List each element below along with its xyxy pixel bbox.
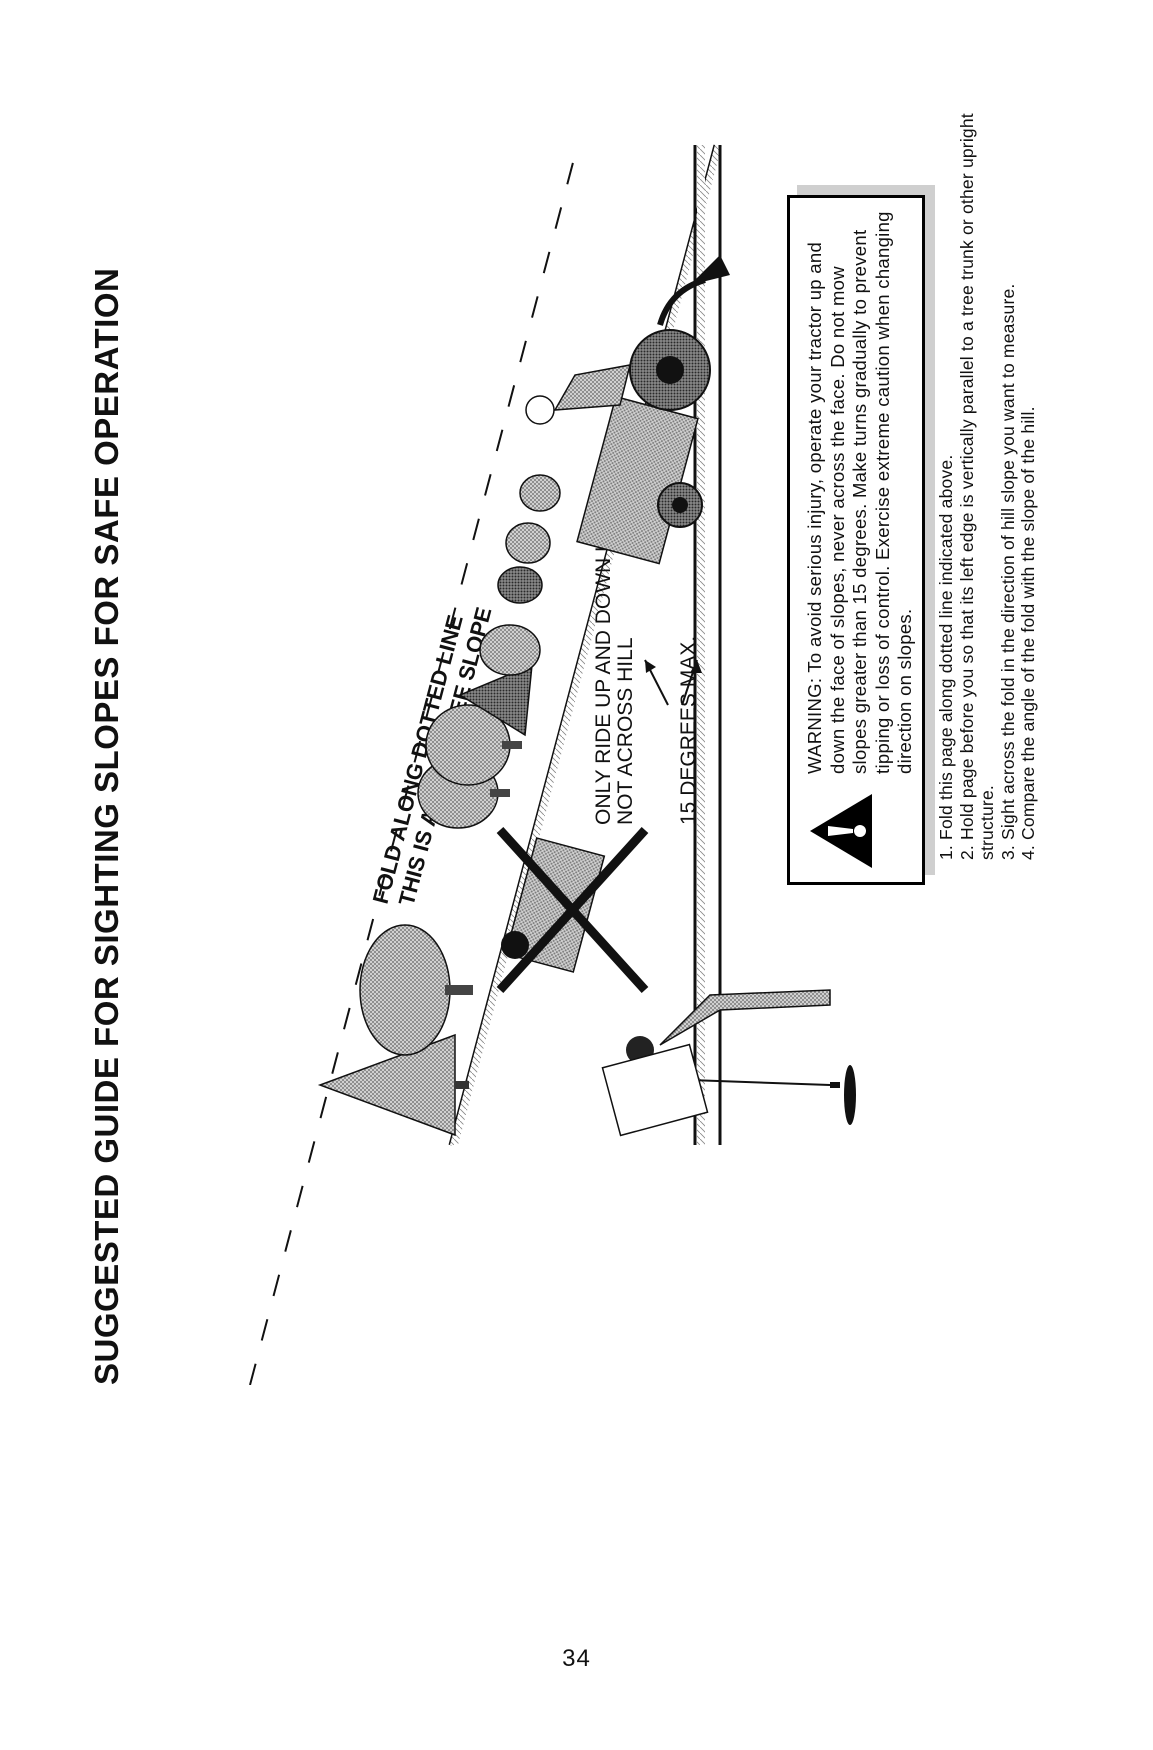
tractor-down-hill [525,255,730,565]
tractor-across-hill [496,826,649,994]
tree [505,522,551,564]
rotated-content: SUGGESTED GUIDE FOR SIGHTING SLOPES FOR … [70,105,1038,1385]
warning-box: WARNING: To avoid serious injury, operat… [787,195,925,885]
instruction-item: 1. Fold this page along dotted line indi… [936,454,956,860]
instruction-item: 4. Compare the angle of the fold with th… [1018,406,1038,860]
max-slope-label: 15 DEGREES MAX. [677,636,700,825]
pine-tree [458,663,533,737]
warning-text: WARNING: To avoid serious injury, operat… [804,211,915,774]
tree [519,474,561,512]
instruction-item: 3. Sight across the fold in the directio… [997,283,1018,860]
tree [479,624,541,676]
person-sighting-slope [601,989,856,1137]
slope-illustration: FOLD ALONG DOTTED LINE THIS IS A 15 DEGR… [249,144,856,1385]
fold-dotted-line [249,154,576,1385]
tree [497,566,543,604]
instructions-list: 1. Fold this page along dotted line indi… [936,100,1039,860]
ride-direction-label-2: NOT ACROSS HILL [614,637,637,825]
page-number: 34 [562,1645,591,1672]
instruction-item: 2. Hold page before you so that its left… [956,113,998,860]
warning-triangle-icon [810,794,872,868]
trees [317,474,561,1137]
tree [359,924,451,1056]
ride-direction-label: ONLY RIDE UP AND DOWN HILL, [592,502,615,825]
